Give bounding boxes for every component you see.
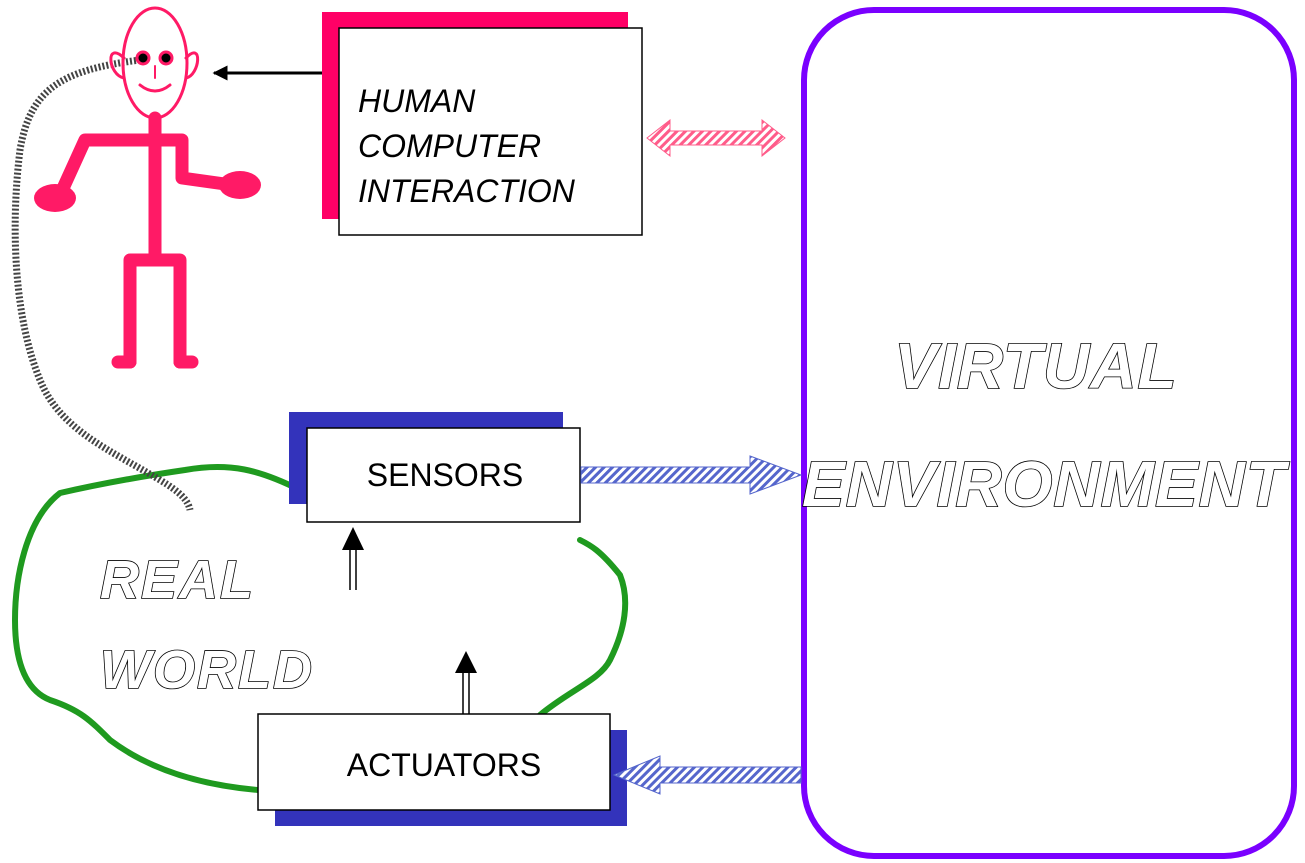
human-figure	[34, 6, 261, 369]
environment-label: ENVIRONMENT	[802, 448, 1290, 520]
hci-line-interaction: INTERACTION	[358, 173, 576, 209]
hci-line-computer: COMPUTER	[358, 128, 541, 164]
human-eye-left	[135, 50, 151, 66]
sensors-ve-arrow	[580, 455, 803, 495]
human-hand-right	[219, 171, 261, 199]
virtual-environment-box	[801, 7, 1297, 859]
world-label: WORLD	[100, 640, 314, 700]
human-legs	[123, 253, 187, 369]
actuators-box	[257, 713, 611, 811]
virtual-label: VIRTUAL	[894, 330, 1177, 402]
sensors-label: SENSORS	[367, 457, 523, 493]
human-head	[121, 6, 189, 120]
real-to-sensors-arrow	[342, 527, 364, 590]
hci-box	[338, 27, 643, 236]
actuators-to-real-arrow	[455, 651, 477, 714]
ve-actuators-arrow	[612, 755, 802, 795]
human-eye-right	[158, 50, 174, 66]
human-ear-left	[109, 51, 126, 80]
human-hand-left	[34, 184, 76, 212]
real-world-outline	[12, 463, 629, 793]
hci-line-human: HUMAN	[358, 83, 476, 119]
human-mouth	[138, 83, 172, 93]
human-ear-right	[184, 51, 200, 80]
human-arm-right	[148, 133, 239, 192]
head-cable	[11, 56, 194, 511]
real-label: REAL	[100, 550, 255, 610]
sensors-box	[306, 427, 581, 523]
hci-ve-arrow	[646, 118, 786, 158]
human-arm-left	[53, 133, 162, 202]
actuators-label: ACTUATORS	[347, 747, 541, 783]
